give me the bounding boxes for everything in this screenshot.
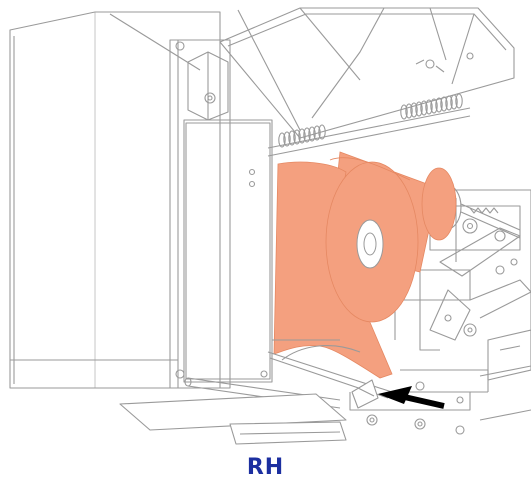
roller-coil-ring bbox=[425, 99, 433, 115]
center-frame bbox=[169, 39, 273, 389]
roller-coil-ring bbox=[415, 101, 423, 117]
roller-coil-ring bbox=[303, 127, 311, 143]
hinge-roller-left bbox=[278, 124, 326, 148]
roller-coil-ring bbox=[430, 98, 438, 114]
cabinet-back-panel bbox=[9, 11, 221, 389]
printhead-cover bbox=[219, 7, 515, 139]
media-guide bbox=[351, 379, 379, 409]
roller-coil-ring bbox=[278, 132, 286, 148]
roller-coil-ring bbox=[450, 94, 458, 110]
roller-coil-ring bbox=[410, 102, 418, 118]
roller-coil-ring bbox=[308, 126, 316, 142]
roller-coil-ring bbox=[288, 130, 296, 146]
latch-block bbox=[187, 51, 229, 121]
roller-coil-ring bbox=[298, 128, 306, 144]
roller-coil-ring bbox=[440, 96, 448, 112]
indicator-arrow-icon bbox=[378, 386, 445, 409]
roller-coil-ring bbox=[318, 124, 326, 140]
roller-coil-ring bbox=[405, 103, 413, 119]
media-roll-back bbox=[421, 167, 457, 241]
media-exit-sheet bbox=[119, 393, 347, 431]
figure-caption: RH bbox=[246, 455, 285, 480]
hinge-bar bbox=[267, 107, 471, 157]
roller-coil-ring bbox=[400, 104, 408, 120]
roller-coil-ring bbox=[445, 95, 453, 111]
roller-coil-ring bbox=[455, 93, 463, 109]
roller-coil-ring bbox=[313, 125, 321, 141]
roller-coil-ring bbox=[283, 131, 291, 147]
tear-bar bbox=[229, 421, 347, 445]
roller-coil-ring bbox=[420, 100, 428, 116]
media-roll-and-web bbox=[273, 151, 457, 379]
roller-coil-ring bbox=[293, 129, 301, 145]
hinge-roller-right bbox=[400, 93, 463, 120]
roller-coil-ring bbox=[435, 97, 443, 113]
